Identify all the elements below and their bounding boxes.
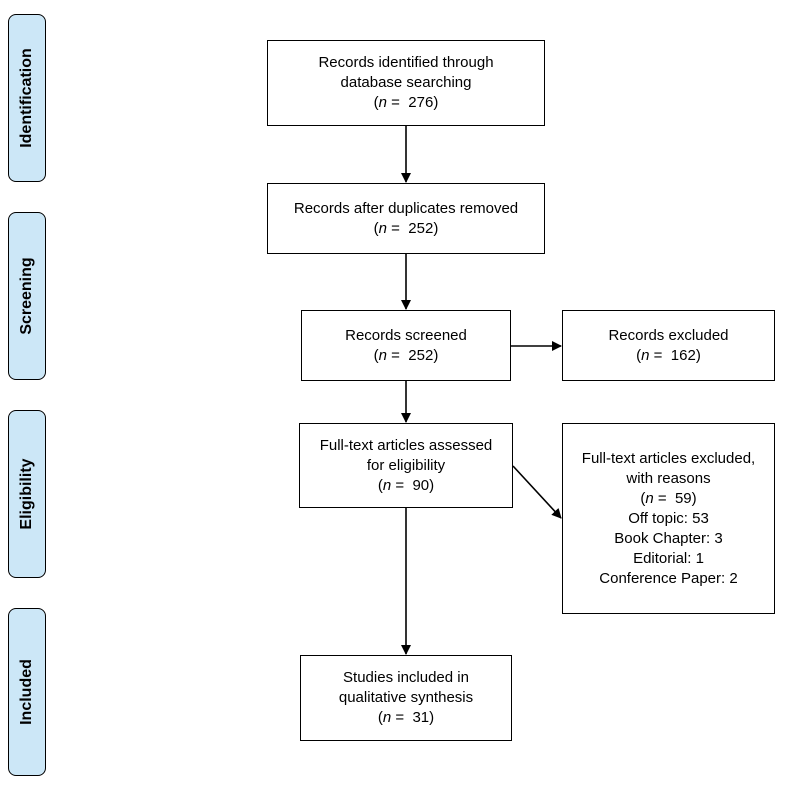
box-studies-included: Studies included in qualitative synthesi…	[300, 655, 512, 741]
count-line: (n = 59)	[640, 489, 697, 507]
box-line: with reasons	[626, 469, 711, 487]
stage-included: Included	[8, 608, 46, 776]
box-line: Full-text articles excluded,	[581, 449, 756, 467]
count-line: (n = 276)	[373, 94, 439, 111]
box-records-excluded: Records excluded (n = 162)	[562, 310, 775, 381]
stage-eligibility: Eligibility	[8, 410, 46, 578]
box-line: Records excluded	[608, 326, 729, 344]
reason-editorial: Editorial: 1	[633, 549, 704, 567]
box-line: Records after duplicates removed	[293, 199, 519, 217]
stage-identification: Identification	[8, 14, 46, 182]
stage-screening: Screening	[8, 212, 46, 380]
box-line: Full-text articles assessed	[319, 436, 493, 454]
reason-book-chapter: Book Chapter: 3	[614, 529, 723, 547]
box-line: Studies included in	[343, 669, 469, 686]
box-records-after-duplicates: Records after duplicates removed (n = 25…	[267, 183, 545, 254]
box-line: qualitative synthesis	[338, 689, 474, 706]
box-line: Records screened	[345, 326, 467, 344]
count-line: (n = 252)	[373, 219, 439, 237]
box-fulltext-assessed: Full-text articles assessed for eligibil…	[299, 423, 513, 508]
box-line: database searching	[340, 74, 472, 91]
count-line: (n = 31)	[377, 709, 435, 726]
arrow-fulltext-to-excluded	[512, 465, 562, 519]
box-records-screened: Records screened (n = 252)	[301, 310, 511, 381]
box-records-identified: Records identified through database sear…	[267, 40, 545, 126]
count-line: (n = 252)	[373, 346, 439, 364]
count-line: (n = 90)	[377, 476, 435, 494]
count-line: (n = 162)	[636, 346, 701, 364]
reason-off-topic: Off topic: 53	[628, 509, 709, 527]
reason-conference-paper: Conference Paper: 2	[599, 569, 738, 587]
box-line: Records identified through	[318, 54, 494, 71]
box-fulltext-excluded: Full-text articles excluded, with reason…	[562, 423, 775, 614]
box-line: for eligibility	[366, 456, 446, 474]
